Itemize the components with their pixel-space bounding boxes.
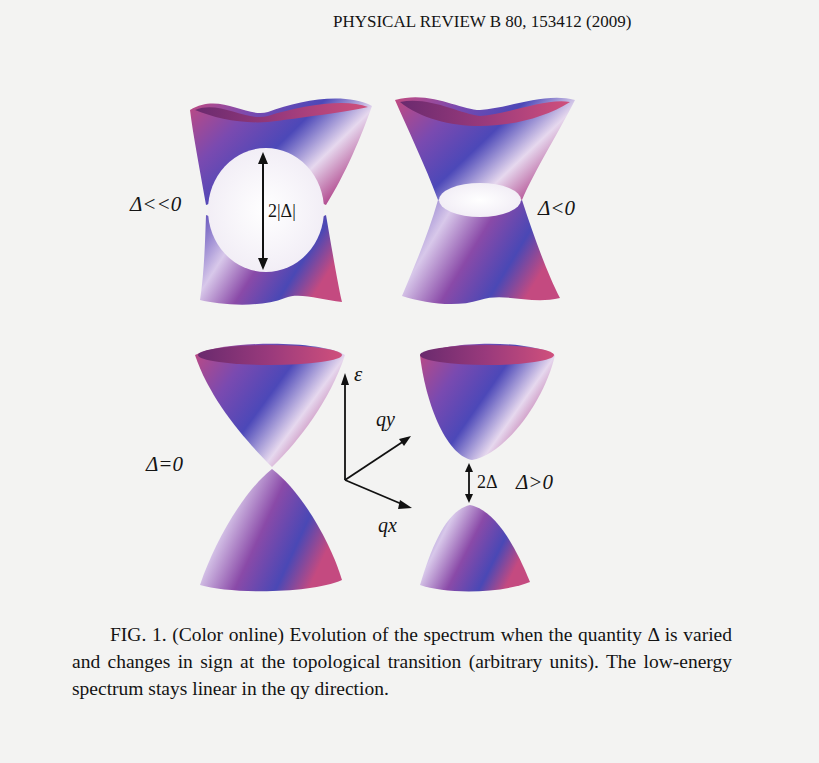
case-label: Δ>0	[516, 470, 553, 494]
axis-label: qy	[376, 408, 395, 431]
spectrum-gapped	[420, 344, 555, 592]
case-label: Δ<0	[538, 196, 575, 220]
spectrum-negative	[395, 97, 575, 304]
case-label: Δ=0	[146, 452, 183, 476]
figure-caption: FIG. 1. (Color online) Evolution of the …	[72, 621, 732, 702]
axes	[341, 373, 412, 509]
journal-header: PHYSICAL REVIEW B 80, 153412 (2009)	[333, 12, 631, 32]
case-label: Δ<<0	[130, 192, 181, 216]
gap-label: 2|Δ|	[268, 201, 296, 222]
spectrum-critical	[195, 344, 345, 591]
gap-label: 2Δ	[477, 472, 498, 493]
spectrum-large-negative	[190, 99, 372, 305]
axis-label: ε	[354, 362, 362, 386]
axis-label: qx	[378, 514, 397, 537]
